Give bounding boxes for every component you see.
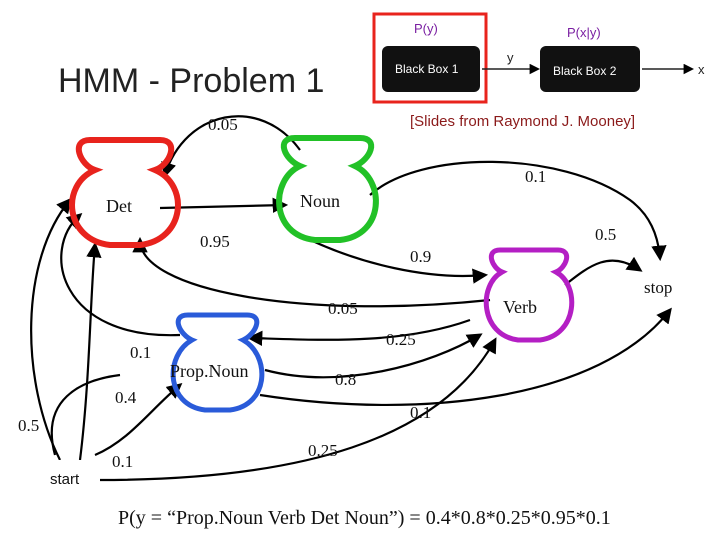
edge-propnoun-stop	[259, 307, 672, 407]
det-label: Det	[106, 196, 132, 216]
label-noun-verb: 0.9	[410, 247, 431, 266]
noun-vase	[276, 135, 379, 243]
det-vase	[69, 137, 181, 248]
propnoun-label: Prop.Noun	[170, 361, 249, 381]
black-box-1	[382, 46, 480, 92]
verb-vase	[483, 247, 575, 343]
edge-start-loop	[50, 373, 121, 456]
edge-start-det	[30, 197, 72, 461]
start-label: start	[50, 471, 80, 488]
label-det-noun: 0.95	[200, 232, 230, 251]
edge-verb-det-upper	[132, 236, 491, 308]
black-box-inset: P(y) Black Box 1 y P(x|y) Black Box 2 x	[372, 12, 705, 104]
label-start-det: 0.5	[18, 416, 39, 435]
label-start-propnoun: 0.4	[115, 388, 137, 407]
node-propnoun: Prop.Noun	[170, 312, 265, 413]
py-highlight-box	[372, 12, 488, 104]
edge-start-noun	[78, 241, 102, 461]
label-propnoun-stop: 0.1	[410, 403, 431, 422]
label-start-noun: 0.1	[112, 452, 133, 471]
label-verb-propnoun: 0.25	[386, 330, 416, 349]
label-noun-det: 0.05	[208, 115, 238, 134]
slide-title: HMM - Problem 1	[58, 62, 324, 100]
black-box-1-label: Black Box 1	[395, 62, 459, 76]
edges	[30, 115, 672, 482]
verb-label: Verb	[503, 297, 537, 317]
x-label: x	[698, 62, 705, 77]
label-verb-stop: 0.5	[595, 225, 616, 244]
label-verb-verb: 0.05	[328, 299, 358, 318]
label-noun-stop: 0.1	[525, 167, 546, 186]
edge-verb-stop	[564, 256, 643, 286]
pxy-caption: P(x|y)	[567, 25, 601, 40]
node-noun: Noun	[276, 135, 379, 243]
probability-formula: P(y = “Prop.Noun Verb Det Noun”) = 0.4*0…	[118, 507, 611, 529]
edge-noun-det	[161, 115, 301, 178]
edge-start-verb	[99, 337, 497, 482]
node-verb: Verb	[483, 247, 575, 343]
edge-propnoun-verb	[264, 333, 483, 379]
y-label: y	[507, 50, 514, 65]
edge-labels: 0.05 0.1 0.95 0.5 0.9 0.05 0.25 0.1 0.8 …	[18, 115, 616, 471]
propnoun-vase	[170, 312, 265, 413]
edge-start-propnoun	[94, 383, 183, 457]
node-det: Det	[69, 137, 181, 248]
label-propnoun-verb: 0.8	[335, 370, 356, 389]
citation: [Slides from Raymond J. Mooney]	[410, 113, 635, 130]
stop-label: stop	[644, 278, 672, 297]
label-verb-det: 0.25	[308, 441, 338, 460]
edge-verb-propnoun	[246, 318, 471, 347]
black-box-2	[540, 46, 640, 92]
start-node-box	[44, 460, 100, 492]
black-box-2-label: Black Box 2	[553, 64, 617, 78]
edge-noun-stop	[369, 160, 667, 262]
edge-noun-verb	[299, 234, 489, 284]
noun-label: Noun	[300, 191, 340, 211]
edge-propnoun-det-left	[60, 212, 181, 337]
py-caption: P(y)	[414, 21, 438, 36]
label-propnoun-propnoun: 0.1	[130, 343, 151, 362]
